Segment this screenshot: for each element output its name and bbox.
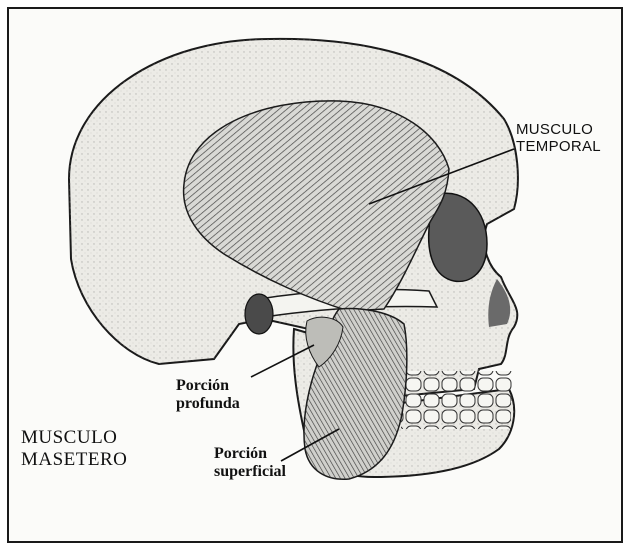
label-line: Porción [176, 377, 240, 395]
label-line: superficial [214, 463, 286, 481]
label-line: MASETERO [21, 449, 127, 471]
label-musculo-temporal: MUSCULO TEMPORAL [516, 121, 601, 156]
ear-canal [245, 294, 273, 334]
label-porcion-superficial: Porción superficial [214, 445, 286, 482]
upper-teeth [404, 371, 512, 401]
label-line: Porción [214, 445, 286, 463]
label-line: profunda [176, 395, 240, 413]
label-line: MUSCULO [516, 121, 601, 138]
label-porcion-profunda: Porción profunda [176, 377, 240, 414]
label-line: TEMPORAL [516, 138, 601, 155]
lower-teeth [401, 401, 511, 429]
label-musculo-masetero: MUSCULO MASETERO [21, 427, 127, 471]
illustration-frame: MUSCULO TEMPORAL Porción profunda MUSCUL… [7, 7, 623, 543]
label-line: MUSCULO [21, 427, 127, 449]
